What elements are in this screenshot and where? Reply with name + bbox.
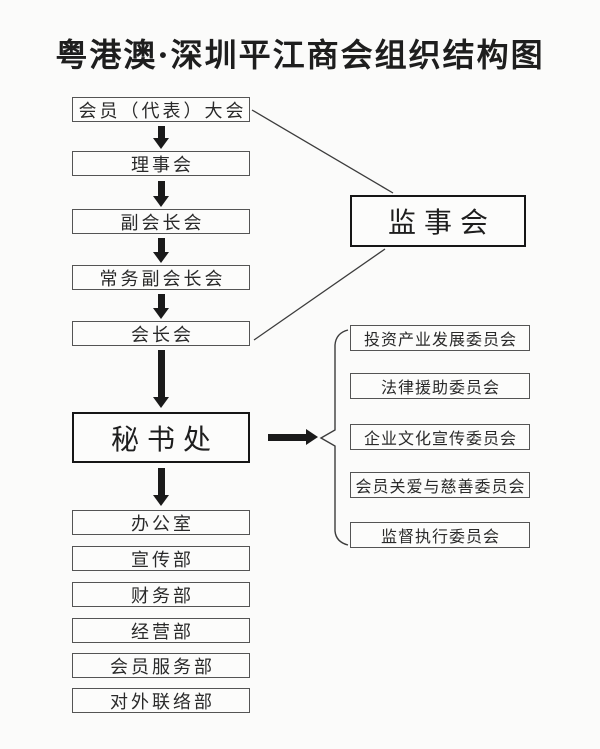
box-dept-external-liaison: 对外联络部 [72,688,250,713]
box-supervisory-board: 监事会 [350,195,526,247]
down-arrow-icon [153,468,169,506]
chart-title: 粤港澳·深圳平江商会组织结构图 [55,36,545,74]
box-dept-office: 办公室 [72,510,250,535]
box-member-congress: 会员（代表）大会 [72,97,250,122]
box-dept-finance: 财务部 [72,582,250,607]
box-vice-presidents-council: 副会长会 [72,209,250,234]
box-committee-supervision-execution: 监督执行委员会 [350,522,530,548]
box-committee-corporate-culture-publicity: 企业文化宣传委员会 [350,424,530,450]
down-arrow-icon [153,238,169,263]
down-arrow-icon [153,294,169,319]
box-board-of-directors: 理事会 [72,151,250,176]
box-presidents-council: 会长会 [72,321,250,346]
down-arrow-icon [153,181,169,207]
box-committee-investment-industry-development: 投资产业发展委员会 [350,325,530,351]
box-dept-operations: 经营部 [72,618,250,643]
down-arrow-icon [153,126,169,149]
down-arrow-icon [153,350,169,408]
box-committee-legal-aid: 法律援助委员会 [350,373,530,399]
box-executive-vice-presidents-council: 常务副会长会 [72,265,250,290]
box-dept-publicity: 宣传部 [72,546,250,571]
committee-brace [319,329,349,546]
line-assembly-to-supervisory [251,109,394,194]
box-secretariat: 秘书处 [72,412,250,463]
right-arrow-icon [268,429,318,446]
box-committee-member-care-charity: 会员关爱与慈善委员会 [350,472,530,498]
box-dept-member-services: 会员服务部 [72,653,250,678]
